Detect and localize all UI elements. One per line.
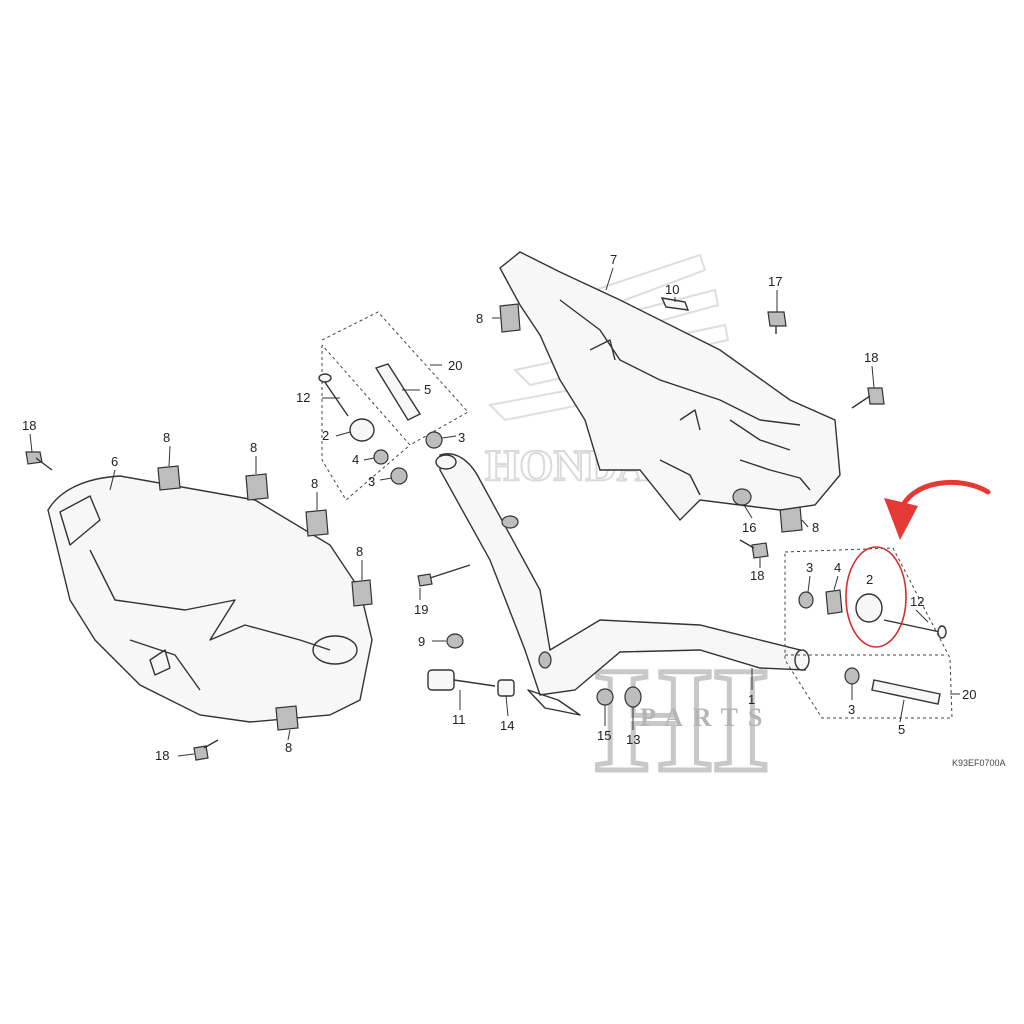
screw-part-18-bottom	[193, 739, 219, 761]
callout-16: 16	[742, 520, 756, 535]
highlight-circle	[845, 546, 907, 648]
callout-18: 18	[864, 350, 878, 365]
callout-4: 4	[834, 560, 841, 575]
callout-8: 8	[812, 520, 819, 535]
grommet-part-9	[446, 633, 464, 649]
callout-8: 8	[476, 311, 483, 326]
callout-19: 19	[414, 602, 428, 617]
callout-18: 18	[155, 748, 169, 763]
callout-20: 20	[962, 687, 976, 702]
callout-12: 12	[910, 594, 924, 609]
callout-4: 4	[352, 452, 359, 467]
callout-3: 3	[368, 474, 375, 489]
highlight-arrow	[884, 479, 991, 540]
clip-part-10	[660, 297, 690, 311]
callout-7: 7	[610, 252, 617, 267]
callout-9: 9	[418, 634, 425, 649]
screw-part-16	[732, 488, 752, 506]
callout-3: 3	[848, 702, 855, 717]
callout-labels: 18 6 8 8 8 8 8 18 12 2 4 3 3 5 20 19 9 1…	[22, 252, 976, 763]
callout-8: 8	[311, 476, 318, 491]
watermark-sub: PARTS	[640, 703, 772, 732]
collar-part-14	[497, 679, 515, 697]
screw-part-18-mid	[739, 539, 769, 559]
callout-13: 13	[626, 732, 640, 747]
callout-2: 2	[322, 428, 329, 443]
bolt-part-19	[417, 564, 471, 587]
callout-3: 3	[806, 560, 813, 575]
callout-20: 20	[448, 358, 462, 373]
callout-18: 18	[22, 418, 36, 433]
callout-8: 8	[250, 440, 257, 455]
drawing-code: K93EF0700A	[952, 758, 1006, 768]
damper-group-left-part-20	[318, 311, 469, 501]
callout-8: 8	[163, 430, 170, 445]
callout-12: 12	[296, 390, 310, 405]
washer-part-13	[624, 686, 642, 708]
screw-part-18-left	[25, 451, 53, 471]
handlebar-part-1	[435, 453, 810, 716]
nut-part-15	[596, 688, 614, 706]
screw-part-18-right	[851, 387, 885, 409]
callout-2: 2	[866, 572, 873, 587]
rear-cover-part-7	[499, 251, 841, 522]
front-cover-part-6	[47, 475, 373, 723]
callout-1: 1	[748, 692, 755, 707]
screw-part-17	[767, 311, 787, 334]
callout-8: 8	[356, 544, 363, 559]
callout-17: 17	[768, 274, 782, 289]
callout-10: 10	[665, 282, 679, 297]
callout-5: 5	[424, 382, 431, 397]
callout-3: 3	[458, 430, 465, 445]
callout-6: 6	[111, 454, 118, 469]
callout-18: 18	[750, 568, 764, 583]
callout-14: 14	[500, 718, 514, 733]
callout-5: 5	[898, 722, 905, 737]
damper-group-right-part-20	[784, 547, 953, 719]
bolt-part-11	[427, 669, 496, 691]
callout-8: 8	[285, 740, 292, 755]
callout-15: 15	[597, 728, 611, 743]
leader-lines	[29, 267, 960, 757]
callout-11: 11	[452, 712, 466, 727]
